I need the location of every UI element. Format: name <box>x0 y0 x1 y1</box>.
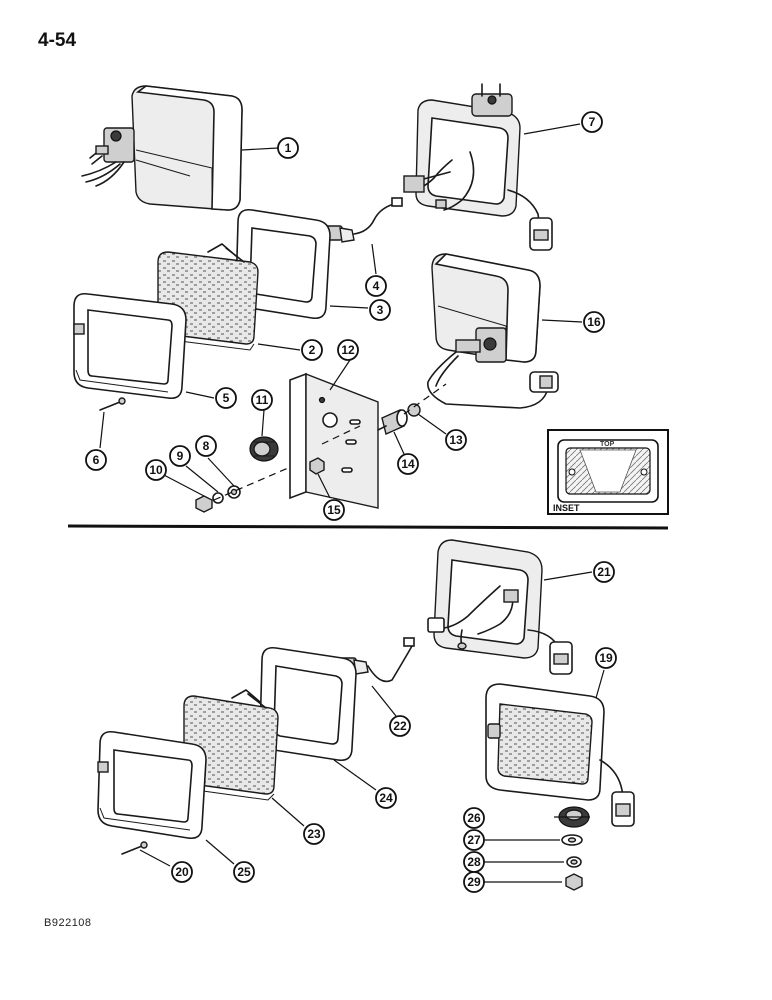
washer-part-28 <box>566 856 582 868</box>
svg-text:6: 6 <box>93 453 100 467</box>
work-lamp-part-19 <box>485 683 635 827</box>
callout-22: 22 <box>389 715 411 737</box>
callout-15: 15 <box>323 499 345 521</box>
svg-text:20: 20 <box>175 865 189 879</box>
svg-text:14: 14 <box>401 457 415 471</box>
washer-part-8 <box>227 485 241 499</box>
nut-part-15 <box>309 457 325 475</box>
callout-27: 27 <box>463 829 485 851</box>
svg-text:4: 4 <box>373 279 380 293</box>
nut-part-29 <box>565 873 583 891</box>
svg-text:2: 2 <box>309 343 316 357</box>
svg-text:9: 9 <box>177 449 184 463</box>
callout-9: 9 <box>169 445 191 467</box>
callout-10: 10 <box>145 459 167 481</box>
callout-20: 20 <box>171 861 193 883</box>
svg-text:8: 8 <box>203 439 210 453</box>
callout-28: 28 <box>463 851 485 873</box>
svg-text:13: 13 <box>449 433 463 447</box>
callout-5: 5 <box>215 387 237 409</box>
callout-25: 25 <box>233 861 255 883</box>
callout-11: 11 <box>251 389 273 411</box>
svg-text:5: 5 <box>223 391 230 405</box>
callout-26: 26 <box>463 807 485 829</box>
svg-text:12: 12 <box>341 343 355 357</box>
alignment-line <box>403 383 447 415</box>
callout-23: 23 <box>303 823 325 845</box>
bulb-part-4 <box>325 175 425 243</box>
nut-part-10 <box>195 495 213 513</box>
screw-part-6 <box>99 397 126 411</box>
svg-text:10: 10 <box>149 463 163 477</box>
grommet-part-11 <box>249 436 279 462</box>
svg-text:16: 16 <box>587 315 601 329</box>
leader-lines <box>99 123 605 883</box>
page-number: 4-54 <box>38 30 77 51</box>
svg-text:1: 1 <box>285 141 292 155</box>
work-lamp-part-16 <box>427 253 559 409</box>
svg-text:19: 19 <box>599 651 613 665</box>
svg-text:22: 22 <box>393 719 407 733</box>
inset-top-label: TOP <box>600 441 615 448</box>
section-divider <box>67 524 669 530</box>
callout-16: 16 <box>583 311 605 333</box>
callout-7: 7 <box>581 111 603 133</box>
callout-2: 2 <box>301 339 323 361</box>
alignment-line <box>213 467 289 501</box>
svg-text:26: 26 <box>467 811 481 825</box>
svg-text:27: 27 <box>467 833 481 847</box>
bezel-part-5 <box>73 292 187 400</box>
callout-4: 4 <box>365 275 387 297</box>
svg-text:11: 11 <box>256 393 269 407</box>
callout-3: 3 <box>369 299 391 321</box>
svg-text:21: 21 <box>597 565 611 579</box>
callout-1: 1 <box>277 137 299 159</box>
callout-19: 19 <box>595 647 617 669</box>
callout-29: 29 <box>463 871 485 893</box>
washer-part-27 <box>561 834 583 846</box>
svg-text:23: 23 <box>307 827 321 841</box>
stud-part-14 <box>377 409 408 435</box>
svg-text:7: 7 <box>589 115 596 129</box>
screw-part-20 <box>121 841 148 855</box>
svg-text:3: 3 <box>377 303 384 317</box>
inset-label: INSET <box>553 503 580 513</box>
lamp-housing-part-1 <box>81 85 243 211</box>
callout-8: 8 <box>195 435 217 457</box>
lamp-housing-part-7 <box>415 83 553 251</box>
mounting-bracket-part-12 <box>289 372 379 509</box>
svg-text:15: 15 <box>327 503 341 517</box>
callout-21: 21 <box>593 561 615 583</box>
gasket-part-3 <box>235 208 331 320</box>
lamp-housing-part-21 <box>427 539 573 675</box>
inset-lens-detail: TOP INSET <box>547 429 669 515</box>
callout-13: 13 <box>445 429 467 451</box>
svg-text:28: 28 <box>467 855 481 869</box>
callout-12: 12 <box>337 339 359 361</box>
svg-text:24: 24 <box>379 791 393 805</box>
callout-24: 24 <box>375 787 397 809</box>
bezel-part-25 <box>97 730 207 840</box>
callout-6: 6 <box>85 449 107 471</box>
document-code: B922108 <box>44 917 92 929</box>
nut-part-13 <box>407 403 421 417</box>
svg-text:29: 29 <box>467 875 481 889</box>
svg-text:25: 25 <box>237 865 251 879</box>
callout-14: 14 <box>397 453 419 475</box>
